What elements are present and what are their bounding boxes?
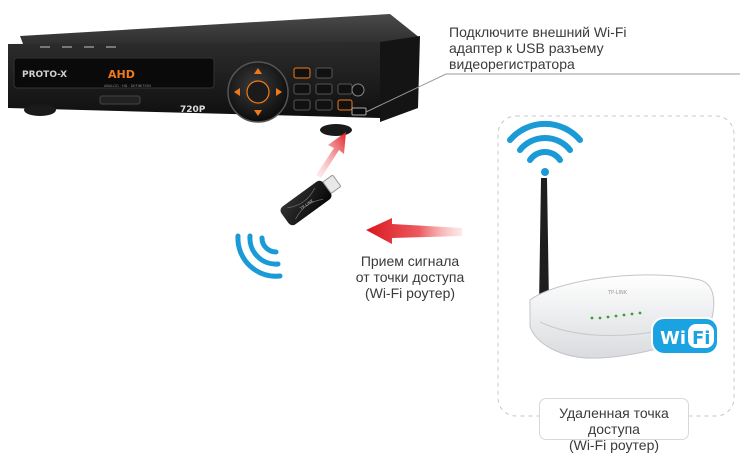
- router-leds: [590, 311, 642, 320]
- dvr-nav-center: [246, 80, 270, 104]
- dvr-foot-right: [320, 124, 352, 136]
- dvr-ahd-badge: AHD: [108, 68, 135, 81]
- wifi-logo-badge: Wi Fi: [651, 317, 719, 355]
- router-wifi-waves: [507, 120, 583, 163]
- router-wifi-dot: [541, 168, 549, 176]
- router-antenna: [539, 178, 549, 306]
- router-area-frame: [497, 115, 735, 417]
- dvr-ahd-subtitle: ANALOG · HD · DEFINITION: [104, 84, 151, 88]
- dvr-nav-arrows: [234, 68, 282, 116]
- svg-text:Wi: Wi: [660, 328, 686, 349]
- signal-arrow: [366, 218, 462, 244]
- dvr-usb-port: [351, 107, 367, 116]
- dvr-power-button: [351, 83, 365, 97]
- dvr-display-panel: [13, 57, 215, 89]
- router-caption-box: Удаленная точка доступа (Wi-Fi роутер): [539, 398, 689, 453]
- dvr-foot-left: [24, 104, 56, 116]
- svg-text:Fi: Fi: [692, 328, 710, 349]
- dvr-slot: [99, 95, 141, 105]
- adapter-wifi-waves: [235, 233, 283, 279]
- usb-connect-caption: Подключите внешний Wi-Fi адаптер к USB р…: [449, 24, 627, 72]
- dvr-brand: PROTO-X: [22, 70, 67, 80]
- wifi-usb-adapter: TP-LINK: [280, 174, 341, 226]
- signal-reception-caption: Прием сигнала от точки доступа (Wi-Fi ро…: [355, 253, 465, 301]
- dvr-recorder: PROTO-X AHD ANALOG · HD · DEFINITION 720…: [8, 14, 420, 136]
- usb-leader-line: [365, 73, 740, 113]
- dvr-leds: [40, 46, 116, 48]
- router-brand: TP-LINK: [607, 290, 628, 296]
- dvr-resolution: 720P: [180, 105, 206, 115]
- dvr-side: [380, 36, 420, 122]
- usb-insert-arrow: [316, 132, 346, 178]
- dvr-buttons: [293, 67, 353, 111]
